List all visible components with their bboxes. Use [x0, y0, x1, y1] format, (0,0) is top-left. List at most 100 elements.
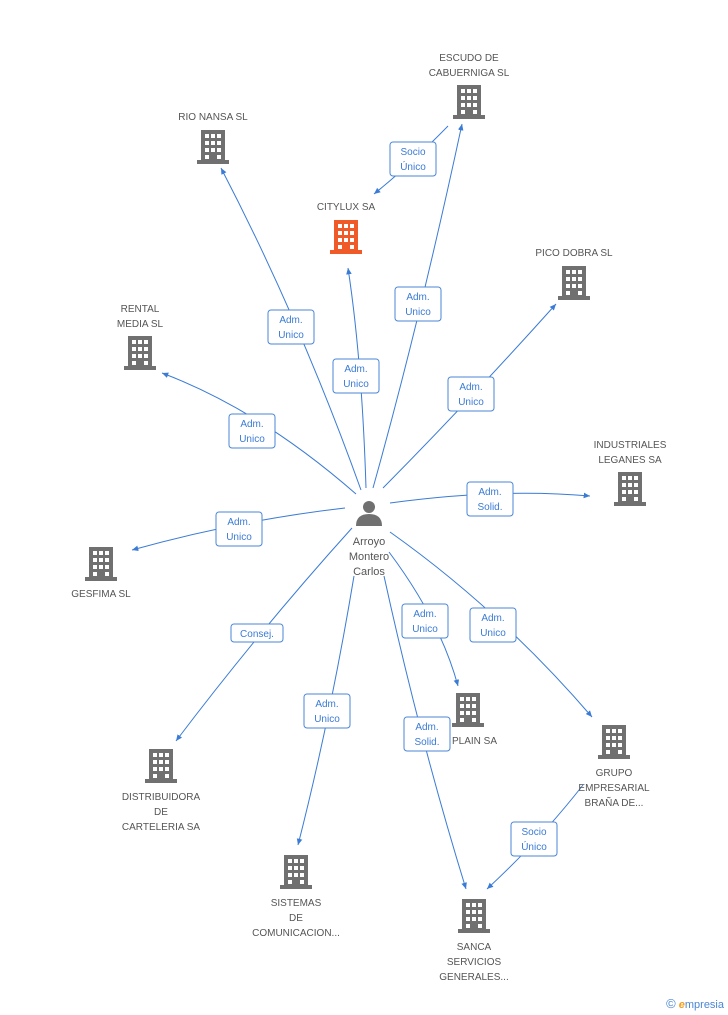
building-icon	[280, 855, 312, 889]
node-label: SISTEMAS	[271, 898, 322, 909]
edge-label-center-to-citylux[interactable]: Adm.Unico	[332, 358, 380, 394]
edge-label-box	[469, 607, 517, 643]
edge-labels-layer: Adm.UnicoAdm.UnicoAdm.UnicoSocioÚnicoAdm…	[215, 141, 558, 857]
node-label: DE	[154, 807, 168, 818]
edge-label-center-to-distribuidora[interactable]: Consej.	[230, 623, 284, 643]
node-label: ESCUDO DE	[439, 53, 499, 64]
node-picodobra[interactable]: PICO DOBRA SL	[535, 248, 613, 300]
node-label: DISTRIBUIDORA	[122, 792, 201, 803]
building-icon	[145, 749, 177, 783]
edge-label-center-to-picodobra[interactable]: Adm. Unico	[447, 376, 495, 412]
edge-label-center-to-escudo[interactable]: Adm. Unico	[394, 286, 442, 322]
node-rionansa[interactable]: RIO NANSA SL	[178, 112, 248, 164]
edge-label-text: Socio	[400, 147, 425, 158]
building-icon	[458, 899, 490, 933]
node-label: PLAIN SA	[452, 736, 497, 747]
edge-label-text: Adm.	[315, 699, 338, 710]
building-icon	[558, 266, 590, 300]
node-distribuidora[interactable]: DISTRIBUIDORA DE CARTELERIA SA	[122, 749, 201, 833]
edge-label-center-to-rionansa[interactable]: Adm. Unico	[267, 309, 315, 345]
edge-label-box	[303, 693, 351, 729]
node-label: CITYLUX SA	[317, 202, 376, 213]
edge-label-text: Unico	[239, 434, 265, 445]
copyright-icon: ©	[666, 996, 676, 1011]
edge-label-text: Unico	[480, 628, 506, 639]
node-label: EMPRESARIAL	[578, 783, 650, 794]
edge-label-text: Unico	[278, 330, 304, 341]
edge-label-text: Adm.	[478, 487, 501, 498]
edge-label-text: Socio	[521, 827, 546, 838]
edge-label-box	[228, 413, 276, 449]
node-plain[interactable]: PLAIN SA	[452, 693, 497, 747]
building-icon	[197, 130, 229, 164]
edge-label-center-to-industriales[interactable]: Adm. Solid.	[466, 481, 514, 517]
node-label: LEGANES SA	[598, 455, 662, 466]
brand-initial: e	[678, 999, 685, 1011]
edge-label-text: Adm.	[459, 382, 482, 393]
edge-label-text: Adm.	[413, 609, 436, 620]
node-label: MEDIA SL	[117, 319, 164, 330]
edges-layer	[131, 123, 593, 890]
building-icon	[453, 85, 485, 119]
node-citylux[interactable]: CITYLUX SA	[317, 202, 376, 254]
node-label: GENERALES...	[439, 972, 508, 983]
edge-label-center-to-sanca[interactable]: Adm.Solid.	[403, 716, 451, 752]
edge-label-text: Unico	[458, 397, 484, 408]
edge-label-text: Adm.	[481, 613, 504, 624]
edge-label-text: Adm.	[415, 722, 438, 733]
edge-label-center-to-gesfima[interactable]: Adm. Unico	[215, 511, 263, 547]
node-label: RIO NANSA SL	[178, 112, 248, 123]
node-label: GRUPO	[596, 768, 633, 779]
edge-label-center-to-grupo[interactable]: Adm. Unico	[469, 607, 517, 643]
node-label: SERVICIOS	[447, 957, 502, 968]
edge-label-box	[389, 141, 437, 177]
person-icon	[356, 501, 382, 526]
edge-label-box	[510, 821, 558, 857]
empresia-watermark[interactable]: © empresia	[666, 996, 724, 1011]
edge-label-center-to-rental[interactable]: Adm.Unico	[228, 413, 276, 449]
edge-label-center-to-plain[interactable]: Adm. Unico	[401, 603, 449, 639]
edge-label-text: Adm.	[227, 517, 250, 528]
node-label: INDUSTRIALES	[594, 440, 667, 451]
edge-label-box	[403, 716, 451, 752]
edge-label-box	[447, 376, 495, 412]
edge-label-text: Adm.	[279, 315, 302, 326]
edge-label-box	[332, 358, 380, 394]
building-icon	[330, 220, 362, 254]
edge-label-text: Consej.	[240, 629, 274, 640]
node-sistemas[interactable]: SISTEMAS DE COMUNICACION...	[252, 855, 340, 939]
node-industriales[interactable]: INDUSTRIALES LEGANES SA	[594, 440, 667, 506]
edge-label-text: Unico	[226, 532, 252, 543]
edge-label-text: Adm.	[406, 292, 429, 303]
edge-label-box	[230, 623, 284, 643]
node-escudo[interactable]: ESCUDO DE CABUERNIGA SL	[429, 53, 510, 119]
node-label: CABUERNIGA SL	[429, 68, 510, 79]
edge-label-text: Único	[521, 840, 547, 853]
node-label: CARTELERIA SA	[122, 822, 201, 833]
brand-name: mpresia	[684, 999, 724, 1011]
edge-label-box	[394, 286, 442, 322]
node-gesfima[interactable]: GESFIMA SL	[71, 547, 131, 600]
node-label: SANCA	[457, 942, 492, 953]
node-label: GESFIMA SL	[71, 589, 131, 600]
building-icon	[124, 336, 156, 370]
edge-label-text: Unico	[412, 624, 438, 635]
edge-label-text: Unico	[343, 379, 369, 390]
node-label: COMUNICACION...	[252, 928, 340, 939]
building-icon	[598, 725, 630, 759]
node-label: DE	[289, 913, 303, 924]
edge-label-center-to-sistemas[interactable]: Adm.Unico	[303, 693, 351, 729]
building-icon	[452, 693, 484, 727]
building-icon	[85, 547, 117, 581]
edge-label-box	[215, 511, 263, 547]
node-sanca[interactable]: SANCA SERVICIOS GENERALES...	[439, 899, 509, 983]
edge-label-text: Unico	[405, 307, 431, 318]
edge-label-text: Solid.	[477, 502, 502, 513]
